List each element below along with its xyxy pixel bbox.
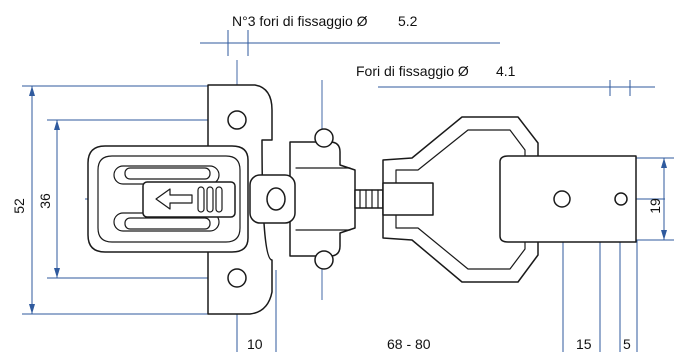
catch-hole-left — [553, 190, 571, 208]
dim-36: 36 — [37, 193, 53, 209]
pivot-pin — [266, 187, 286, 211]
dim-10: 10 — [247, 336, 263, 352]
catch-plate — [499, 155, 637, 243]
direction-plate — [142, 181, 236, 218]
hook-assembly — [382, 116, 539, 283]
lever-handle — [87, 145, 249, 253]
holes-3-label: N°3 fori di fissaggio Ø — [232, 13, 368, 29]
dim-5: 5 — [623, 336, 631, 352]
dim-19: 19 — [647, 198, 663, 214]
fixing-hole-bottom — [227, 268, 247, 288]
fixing-hole-top — [227, 110, 247, 130]
arrow-left-icon — [155, 188, 193, 210]
holes-3-value: 5.2 — [398, 13, 418, 29]
catch-hole-right — [614, 192, 628, 206]
dim-15: 15 — [576, 336, 592, 352]
holes-other-label: Fori di fissaggio Ø — [356, 63, 469, 79]
dimension-labels: N°3 fori di fissaggio Ø 5.2 Fori di fiss… — [11, 13, 663, 352]
dim-68-80: 68 - 80 — [387, 336, 431, 352]
holes-other-value: 4.1 — [496, 63, 516, 79]
dim-52: 52 — [11, 198, 27, 214]
